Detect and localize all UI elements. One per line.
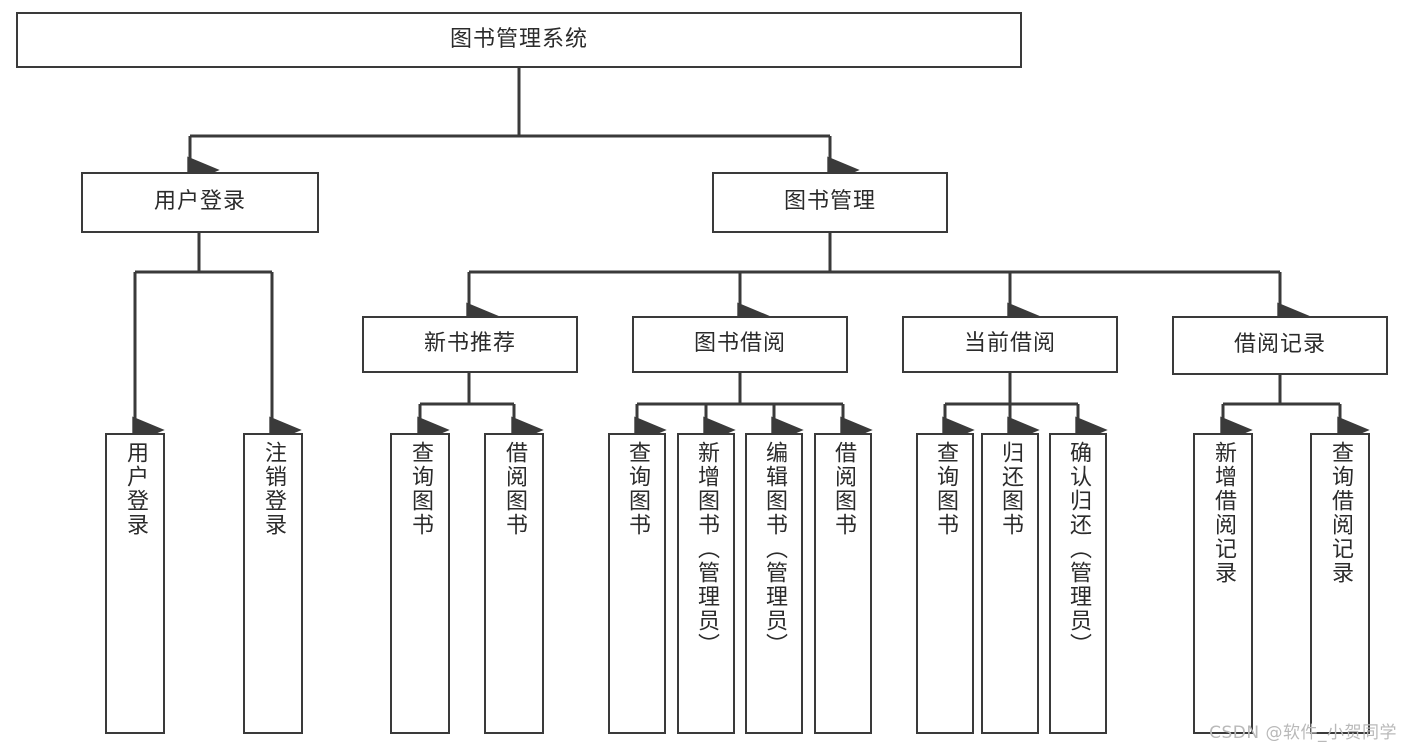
node-user-login[interactable]: 用户登录 [81, 172, 319, 233]
node-book-borrow[interactable]: 图书借阅 [632, 316, 848, 373]
leaf-borrow-book-label: 借阅图书 [830, 441, 856, 537]
leaf-add-borrow-record[interactable]: 新增借阅记录 [1193, 433, 1253, 734]
leaf-query-book-current-label: 查询图书 [932, 441, 958, 537]
leaf-add-book-admin[interactable]: 新增图书（管理员） [677, 433, 735, 734]
leaf-return-book[interactable]: 归还图书 [981, 433, 1039, 734]
node-new-book-recommend-label: 新书推荐 [423, 331, 516, 357]
node-borrow-record[interactable]: 借阅记录 [1172, 316, 1388, 375]
leaf-logout-label: 注销登录 [260, 441, 286, 537]
node-new-book-recommend[interactable]: 新书推荐 [362, 316, 578, 373]
leaf-edit-book-admin-label: 编辑图书（管理员） [761, 441, 787, 657]
leaf-query-book-current[interactable]: 查询图书 [916, 433, 974, 734]
leaf-user-login-label: 用户登录 [122, 441, 148, 537]
leaf-return-book-label: 归还图书 [997, 441, 1023, 537]
leaf-add-book-admin-label: 新增图书（管理员） [693, 441, 719, 657]
node-user-login-label: 用户登录 [153, 189, 246, 215]
leaf-borrow-book[interactable]: 借阅图书 [814, 433, 872, 734]
node-current-borrow[interactable]: 当前借阅 [902, 316, 1118, 373]
leaf-confirm-return-admin[interactable]: 确认归还（管理员） [1049, 433, 1107, 734]
leaf-logout[interactable]: 注销登录 [243, 433, 303, 734]
leaf-query-borrow-record[interactable]: 查询借阅记录 [1310, 433, 1370, 734]
leaf-query-book-borrow[interactable]: 查询图书 [608, 433, 666, 734]
leaf-query-book-recommend[interactable]: 查询图书 [390, 433, 450, 734]
leaf-confirm-return-admin-label: 确认归还（管理员） [1065, 441, 1091, 657]
node-borrow-record-label: 借阅记录 [1233, 332, 1326, 358]
node-current-borrow-label: 当前借阅 [963, 331, 1056, 357]
node-root[interactable]: 图书管理系统 [16, 12, 1022, 68]
leaf-add-borrow-record-label: 新增借阅记录 [1210, 441, 1236, 585]
node-book-management-label: 图书管理 [783, 189, 876, 215]
node-root-label: 图书管理系统 [449, 26, 588, 52]
leaf-query-book-borrow-label: 查询图书 [624, 441, 650, 537]
leaf-edit-book-admin[interactable]: 编辑图书（管理员） [745, 433, 803, 734]
leaf-user-login[interactable]: 用户登录 [105, 433, 165, 734]
node-book-management[interactable]: 图书管理 [712, 172, 948, 233]
node-book-borrow-label: 图书借阅 [693, 331, 786, 357]
leaf-query-borrow-record-label: 查询借阅记录 [1327, 441, 1353, 585]
watermark-csdn: CSDN @软件_小贺同学 [1209, 723, 1397, 743]
leaf-query-book-recommend-label: 查询图书 [407, 441, 433, 537]
leaf-borrow-book-recommend[interactable]: 借阅图书 [484, 433, 544, 734]
leaf-borrow-book-recommend-label: 借阅图书 [501, 441, 527, 537]
